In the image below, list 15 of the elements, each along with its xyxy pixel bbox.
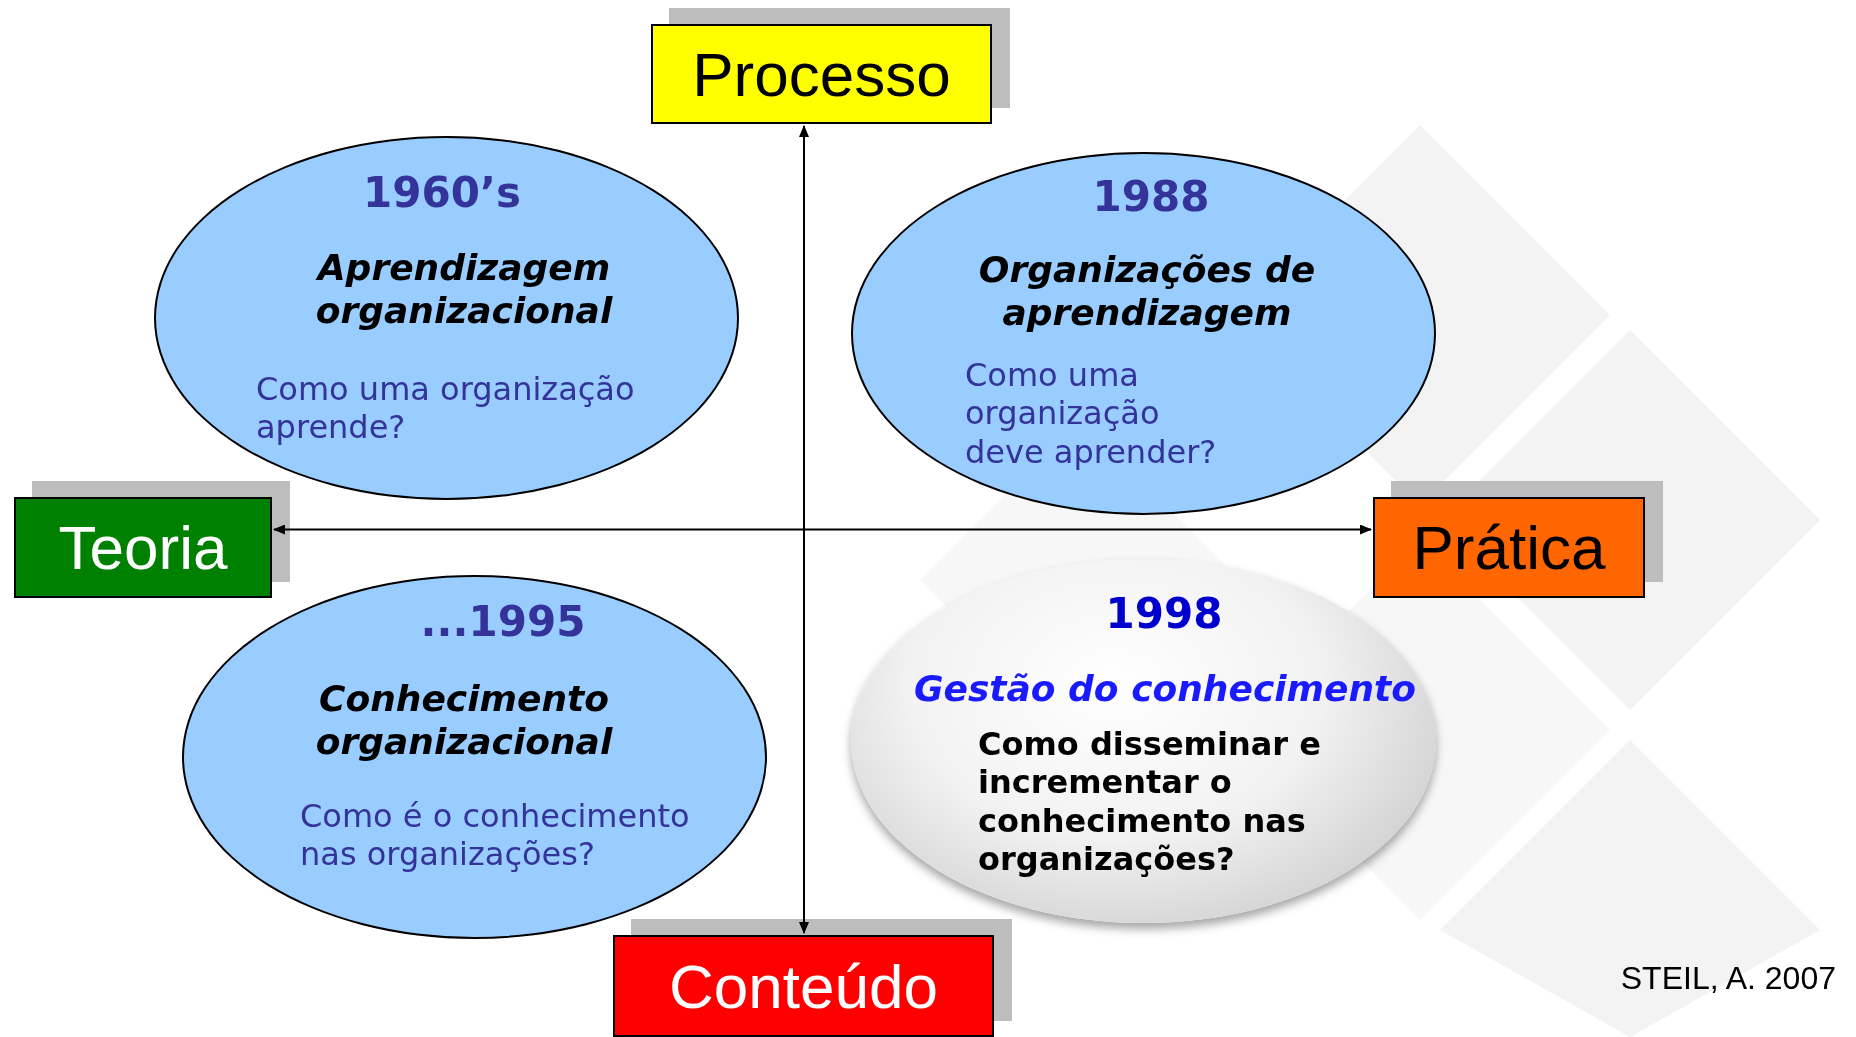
year-label: ...1995 xyxy=(419,597,587,648)
year-label: 1960’s xyxy=(362,168,522,219)
concept-title: Organizações de aprendizagem xyxy=(977,248,1317,335)
axis-arrow xyxy=(273,524,1372,535)
source-citation: STEIL, A. 2007 xyxy=(1620,960,1836,997)
concept-title: Aprendizagem organizacional xyxy=(314,246,614,333)
year-label: 1998 xyxy=(1104,589,1224,640)
guiding-question: Como disseminar e incrementar o conhecimento nas organizações? xyxy=(978,725,1322,879)
guiding-question: Como uma organização deve aprender? xyxy=(965,356,1218,472)
axis-arrow xyxy=(799,125,809,934)
guiding-question: Como uma organização aprende? xyxy=(256,370,636,447)
concept-title: Conhecimento organizacional xyxy=(314,677,614,764)
guiding-question: Como é o conhecimento nas organizações? xyxy=(300,797,691,874)
year-label: 1988 xyxy=(1091,172,1211,223)
concept-title: Gestão do conhecimento xyxy=(912,667,1418,711)
